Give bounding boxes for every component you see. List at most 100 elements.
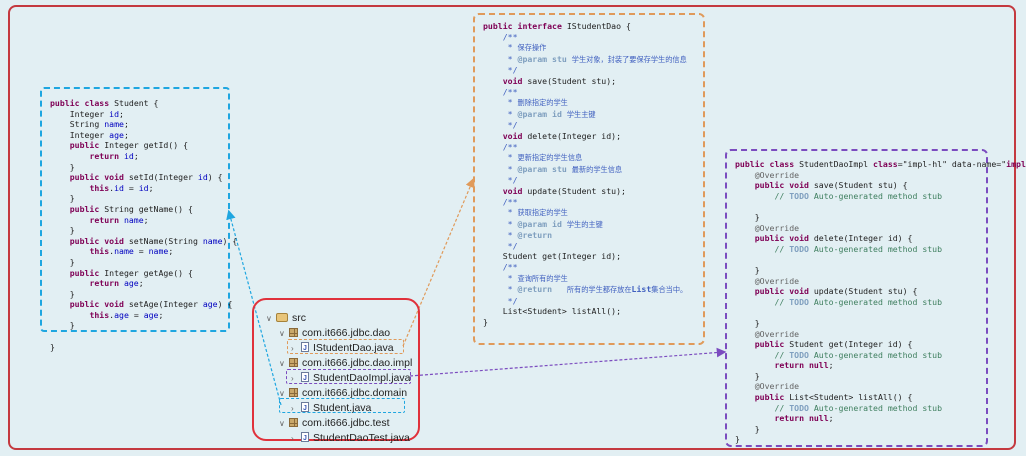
code-line: @Override [735, 328, 800, 339]
tree-item-label: com.it666.jdbc.dao [302, 327, 391, 339]
code-line: public class Student { [50, 98, 159, 108]
code-line: * 保存操作 [483, 42, 547, 53]
code-line: * @param stu 最新的学生信息 [483, 163, 623, 174]
code-line: * 删除指定的学生 [483, 97, 568, 108]
package-explorer-tree: ∨src ∨ com.it666.jdbc.dao › IStudentDao.jav… [252, 298, 420, 446]
tree-file[interactable]: › StudentDaoImpl.java [291, 371, 410, 386]
code-line: * 查询所有的学生 [483, 272, 568, 283]
collapse-chevron-icon[interactable]: › [291, 404, 294, 413]
impl-link-arrow [409, 347, 727, 377]
code-line: */ [483, 240, 518, 251]
code-line: * @param id 学生的主键 [483, 218, 603, 229]
code-line: /** [483, 86, 518, 97]
expand-chevron-icon[interactable]: ∨ [279, 389, 285, 398]
code-line: this.name = name; [89, 246, 174, 257]
code-line: @Override [735, 275, 800, 286]
tree-file[interactable]: › IStudentDao.java [291, 341, 394, 356]
code-line: } [735, 370, 760, 381]
java-file-icon [301, 431, 309, 446]
package-icon [289, 328, 298, 337]
tree-item-label: Student.java [313, 402, 372, 414]
interface-link-arrow [402, 177, 475, 347]
code-line: // TODO Auto-generated method stub [774, 243, 943, 254]
code-line: public interface IStudentDao { [483, 21, 631, 31]
collapse-chevron-icon[interactable]: › [291, 434, 294, 443]
code-line [735, 201, 986, 212]
expand-chevron-icon[interactable]: ∨ [279, 329, 285, 338]
code-line: // TODO Auto-generated method stub [774, 349, 943, 360]
code-line: List<Student> listAll(); [483, 306, 622, 317]
code-line: // TODO Auto-generated method stub [774, 190, 943, 201]
code-line: public Integer getId() { [69, 140, 189, 151]
code-line: return name; [89, 214, 149, 225]
code-line: /** [483, 31, 518, 42]
package-icon [289, 358, 298, 367]
code-line: Student get(Integer id); [483, 251, 622, 262]
code-line: } [50, 193, 75, 204]
code-line: public void setAge(Integer age) { [69, 299, 233, 310]
code-line: */ [483, 295, 518, 306]
code-line: public void setId(Integer id) { [69, 172, 223, 183]
code-line: /** [483, 196, 518, 207]
expand-chevron-icon[interactable]: ∨ [279, 359, 285, 368]
expand-chevron-icon[interactable]: ∨ [266, 314, 272, 323]
code-line: return age; [89, 278, 144, 289]
tree-package[interactable]: ∨com.it666.jdbc.dao.impl [279, 356, 412, 371]
tree-package[interactable]: ∨ com.it666.jdbc.dao [279, 326, 390, 341]
student-link-arrow [226, 209, 282, 406]
code-line: * @return [483, 230, 553, 241]
student-class-code: public class Student { Integer id; Strin… [40, 87, 238, 352]
outer-frame [8, 5, 1016, 450]
code-line: return id; [89, 150, 139, 161]
code-line: * @param stu 学生对象，封装了要保存学生的信息 [483, 53, 687, 64]
code-line: } [735, 423, 760, 434]
source-folder-icon [276, 313, 288, 322]
tree-package[interactable]: ∨ com.it666.jdbc.domain [279, 386, 407, 401]
code-line: * 更新指定的学生信息 [483, 152, 583, 163]
code-line: public String getName() { [69, 203, 193, 214]
code-line: /** [483, 141, 518, 152]
collapse-chevron-icon[interactable]: › [291, 374, 294, 383]
idao-file-highlight [287, 339, 404, 354]
code-line: @Override [735, 169, 800, 180]
code-line: */ [483, 175, 518, 186]
code-line: void delete(Integer id); [502, 130, 622, 141]
impl-file-highlight [286, 369, 411, 384]
code-line: } [735, 264, 760, 275]
tree-package[interactable]: ∨com.it666.jdbc.test [279, 416, 390, 431]
code-line: return null; [774, 413, 834, 424]
code-line: return null; [774, 360, 834, 371]
code-line: public void setName(String name) { [69, 235, 238, 246]
code-line [735, 254, 986, 265]
java-file-icon [301, 401, 309, 416]
code-line: } [735, 317, 760, 328]
code-line: */ [483, 120, 518, 131]
code-line: Integer age; [50, 129, 129, 140]
code-line: this.age = age; [89, 309, 164, 320]
code-line: this.id = id; [89, 182, 154, 193]
code-line: } [50, 256, 75, 267]
code-line: public void delete(Integer id) { [754, 233, 913, 244]
tree-file[interactable]: › Student.java [291, 401, 371, 416]
tree-item-label: StudentDaoImpl.java [313, 372, 411, 384]
code-line: } [50, 288, 75, 299]
package-icon [289, 388, 298, 397]
tree-item-label: IStudentDao.java [313, 342, 394, 354]
tree-root[interactable]: ∨src [266, 311, 306, 326]
student-dao-impl-code: public class StudentDaoImpl class="impl-… [725, 149, 1026, 447]
code-line: */ [483, 65, 518, 76]
tree-file[interactable]: › StudentDaoTest.java [291, 431, 410, 446]
code-line: } [50, 320, 75, 331]
tree-item-label: com.it666.jdbc.domain [302, 387, 408, 399]
student-file-highlight [279, 398, 405, 413]
code-line: // TODO Auto-generated method stub [774, 296, 943, 307]
collapse-chevron-icon[interactable]: › [291, 344, 294, 353]
code-line: // TODO Auto-generated method stub [774, 402, 943, 413]
code-line: } [483, 317, 488, 328]
code-line: * @param id 学生主键 [483, 108, 596, 119]
expand-chevron-icon[interactable]: ∨ [279, 419, 285, 428]
code-line: public void update(Student stu) { [754, 286, 918, 297]
student-dao-interface-code: public interface IStudentDao { /** * 保存操… [473, 13, 705, 345]
tree-item-label: StudentDaoTest.java [313, 432, 410, 444]
